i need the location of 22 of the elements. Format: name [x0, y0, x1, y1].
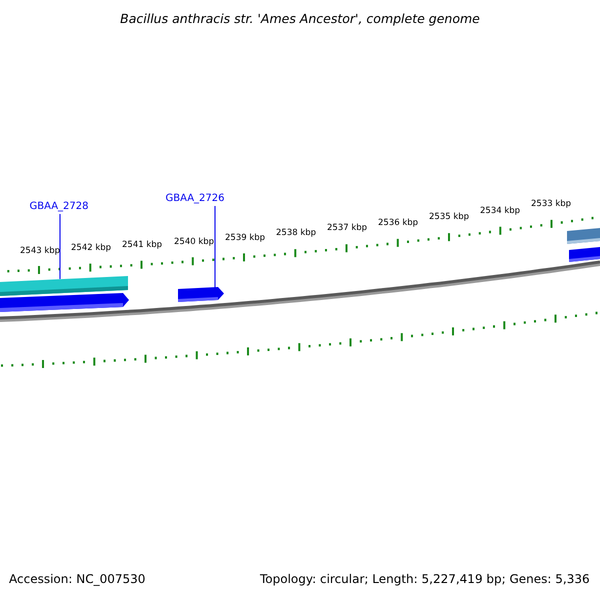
tick-label: 2543 kbp [20, 247, 60, 256]
gene-label: GBAA_2728 [26, 200, 92, 214]
gene-bar [569, 247, 600, 262]
tick-label: 2533 kbp [531, 200, 572, 208]
tick-label: 2536 kbp [378, 219, 418, 228]
gene-label: GBAA_2726 [162, 192, 228, 206]
gene-bar [567, 228, 600, 244]
tick-label: 2537 kbp [327, 224, 368, 232]
footer-note: Accession: NC_007530 [9, 573, 146, 585]
tick-label: 2542 kbp [71, 244, 112, 252]
tick-label: 2538 kbp [276, 229, 316, 238]
tick-label: 2540 kbp [174, 238, 214, 246]
tick-label: 2539 kbp [225, 234, 266, 242]
gene-arrow [178, 287, 224, 302]
leader-line [214, 206, 216, 288]
gene-bar [0, 276, 128, 296]
title: Bacillus anthracis str. 'Ames Ancestor', complete genome [119, 10, 481, 28]
footer-note: Topology: circular; Length: 5,227,419 bp; Genes: 5,336 [260, 573, 590, 585]
tick-label: 2534 kbp [480, 207, 520, 216]
tick-label: 2541 kbp [122, 241, 162, 250]
gene-arrow [0, 293, 129, 312]
tick-label: 2535 kbp [429, 213, 470, 222]
